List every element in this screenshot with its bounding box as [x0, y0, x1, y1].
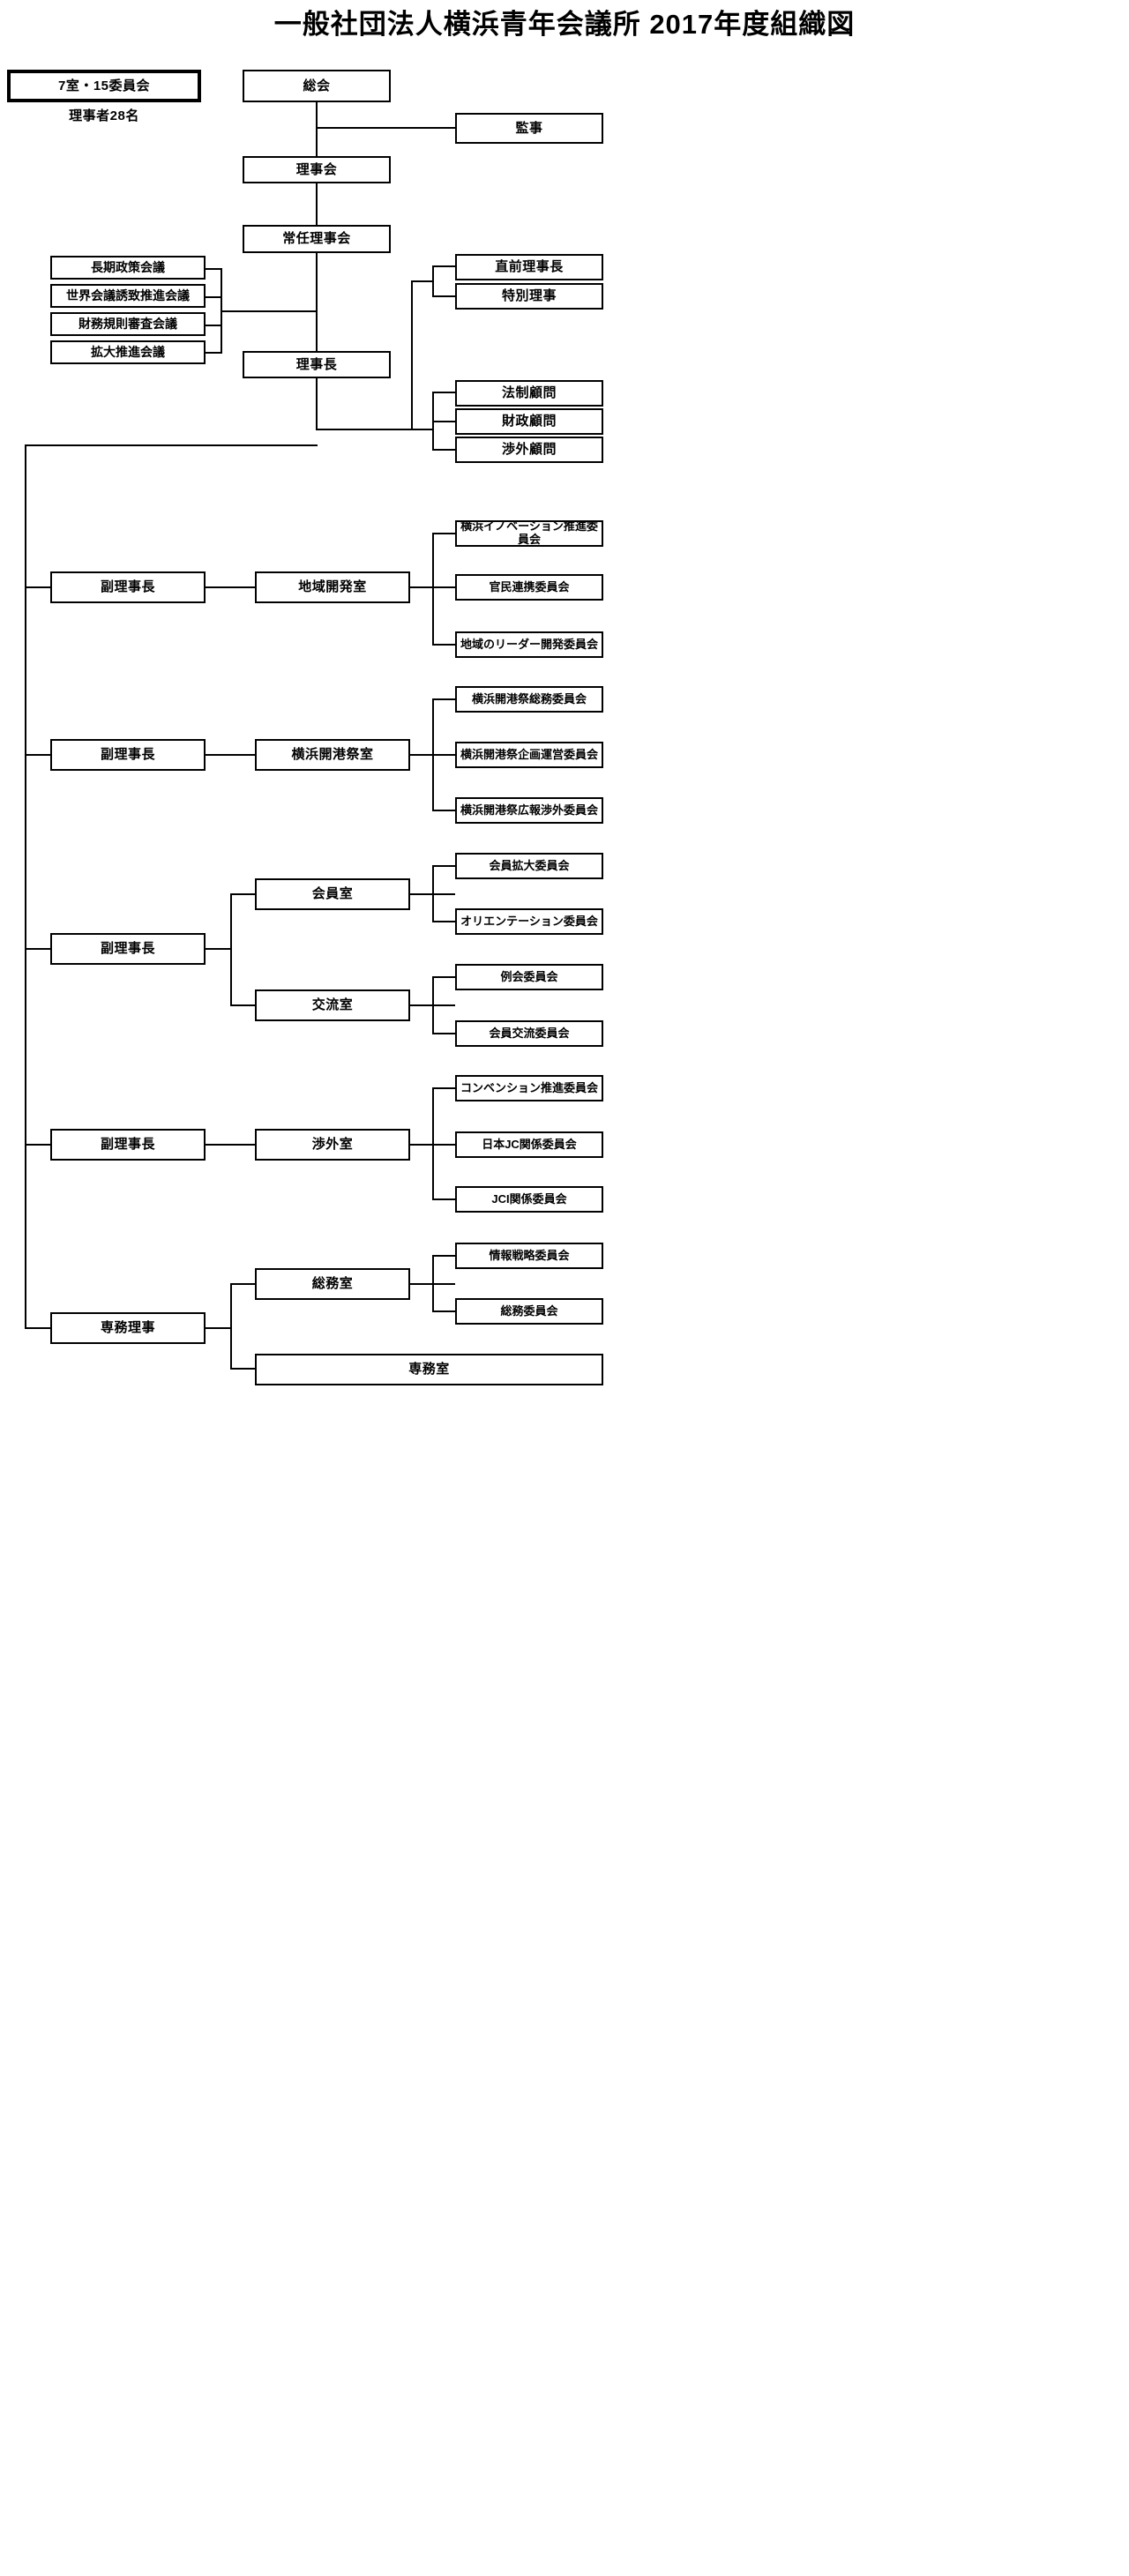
box-board-of-directors: 理事会 [243, 156, 391, 183]
line-advisor-stub-2 [432, 449, 455, 451]
box-general-meeting: 総会 [243, 70, 391, 102]
line-officer-0-to-room [206, 586, 255, 588]
box-council-0: 長期政策会議 [50, 256, 206, 280]
line-committee-stub-4-0-0 [432, 1255, 455, 1257]
line-special-officer-stub-0 [432, 265, 455, 267]
line-trunk-to-officer-2 [25, 948, 50, 950]
line-committee-stub-2-0-1 [432, 921, 455, 922]
line-rail-to-room-2-1 [230, 1004, 255, 1006]
line-auditor-branch [316, 127, 455, 129]
line-officer-2-out [206, 948, 231, 950]
box-room-1-0: 横浜開港祭室 [255, 739, 410, 771]
line-council-stub-1 [206, 296, 222, 298]
box-special-officer-1: 特別理事 [455, 283, 603, 310]
box-division-officer-4: 専務理事 [50, 1312, 206, 1344]
box-room-2-0: 会員室 [255, 878, 410, 910]
line-room-2-1-rail [432, 976, 434, 1033]
line-officer-2-rail [230, 893, 232, 1005]
box-committee-4-0-1: 総務委員会 [455, 1298, 603, 1325]
box-council-1: 世界会議誘致推進会議 [50, 284, 206, 308]
box-room-4-1: 専務室 [255, 1354, 603, 1385]
line-special-officer-stub-1 [432, 295, 455, 297]
line-standing-to-president [316, 253, 318, 351]
line-president-right-rail-top [411, 280, 432, 282]
summary-caption-directors-count: 理事者28名 [69, 108, 139, 123]
box-division-officer-3: 副理事長 [50, 1129, 206, 1161]
box-committee-3-0-2: JCI関係委員会 [455, 1186, 603, 1213]
line-committee-stub-2-0-0 [432, 865, 455, 867]
line-council-stub-0 [206, 268, 222, 270]
box-committee-2-1-0: 例会委員会 [455, 964, 603, 990]
line-councils-to-spine [221, 310, 318, 312]
box-special-officer-0: 直前理事長 [455, 254, 603, 280]
line-room-3-0-rail [432, 1087, 434, 1198]
box-committee-3-0-0: コンベンション推進委員会 [455, 1075, 603, 1101]
line-trunk-to-officer-0 [25, 586, 50, 588]
line-committee-stub-0-0-0 [432, 533, 455, 534]
line-president-down [316, 378, 318, 429]
line-committee-stub-0-0-2 [432, 644, 455, 646]
line-special-officers-rail [432, 265, 434, 296]
line-officer-1-to-room [206, 754, 255, 756]
box-committee-2-1-1: 会員交流委員会 [455, 1020, 603, 1047]
line-room-4-0-rail [432, 1255, 434, 1310]
box-council-3: 拡大推進会議 [50, 340, 206, 364]
box-committee-0-0-2: 地域のリーダー開発委員会 [455, 631, 603, 658]
line-room-0-0-rail [432, 533, 434, 645]
box-committee-0-0-0: 横浜イノベーション推進委員会 [455, 520, 603, 547]
line-officer-4-out [206, 1327, 231, 1329]
line-president-right-rail [411, 280, 413, 429]
line-trunk-to-officer-4 [25, 1327, 50, 1329]
page-title: 一般社団法人横浜青年会議所 2017年度組織図 [273, 9, 856, 40]
box-division-officer-1: 副理事長 [50, 739, 206, 771]
line-room-2-0-rail [432, 865, 434, 921]
line-advisor-stub-0 [432, 392, 455, 393]
box-room-3-0: 渉外室 [255, 1129, 410, 1161]
box-committee-4-0-0: 情報戦略委員会 [455, 1243, 603, 1269]
box-room-2-1: 交流室 [255, 989, 410, 1021]
box-committee-1-0-1: 横浜開港祭企画運営委員会 [455, 742, 603, 768]
box-division-officer-2: 副理事長 [50, 933, 206, 965]
line-committee-stub-1-0-2 [432, 810, 455, 811]
line-officer-3-to-room [206, 1144, 255, 1146]
line-committee-stub-2-1-0 [432, 976, 455, 978]
box-committee-2-0-1: オリエンテーション委員会 [455, 908, 603, 935]
box-standing-board: 常任理事会 [243, 225, 391, 253]
box-committee-3-0-1: 日本JC関係委員会 [455, 1131, 603, 1158]
box-committee-0-0-1: 官民連携委員会 [455, 574, 603, 601]
line-general-meeting-to-board [316, 102, 318, 156]
line-committee-stub-3-0-0 [432, 1087, 455, 1089]
box-room-0-0: 地域開発室 [255, 571, 410, 603]
line-rail-to-room-4-0 [230, 1283, 255, 1285]
line-committee-stub-4-0-1 [432, 1310, 455, 1312]
box-advisor-1: 財政顧問 [455, 408, 603, 435]
box-advisor-2: 渉外顧問 [455, 437, 603, 463]
line-room-1-0-rail [432, 698, 434, 810]
box-committee-2-0-0: 会員拡大委員会 [455, 853, 603, 879]
summary-box-rooms-committees: 7室・15委員会 [7, 70, 201, 102]
line-trunk-top [25, 444, 318, 446]
line-trunk-to-officer-1 [25, 754, 50, 756]
line-advisor-stub-1 [432, 421, 455, 422]
box-auditor: 監事 [455, 113, 603, 144]
line-president-to-advisors [316, 429, 432, 430]
line-rail-to-room-2-0 [230, 893, 255, 895]
line-board-to-standing [316, 183, 318, 225]
box-committee-1-0-0: 横浜開港祭総務委員会 [455, 686, 603, 713]
line-trunk-vertical [25, 444, 26, 1328]
line-officer-4-rail [230, 1283, 232, 1370]
box-advisor-0: 法制顧問 [455, 380, 603, 407]
line-committee-stub-3-0-2 [432, 1198, 455, 1200]
line-committee-stub-1-0-0 [432, 698, 455, 700]
line-council-stub-2 [206, 325, 222, 326]
line-trunk-to-officer-3 [25, 1144, 50, 1146]
line-council-stub-3 [206, 352, 222, 354]
box-room-4-0: 総務室 [255, 1268, 410, 1300]
box-president: 理事長 [243, 351, 391, 378]
box-division-officer-0: 副理事長 [50, 571, 206, 603]
box-committee-1-0-2: 横浜開港祭広報渉外委員会 [455, 797, 603, 824]
box-council-2: 財務規則審査会議 [50, 312, 206, 336]
line-committee-stub-2-1-1 [432, 1033, 455, 1034]
line-rail-to-room-4-1 [230, 1368, 255, 1370]
